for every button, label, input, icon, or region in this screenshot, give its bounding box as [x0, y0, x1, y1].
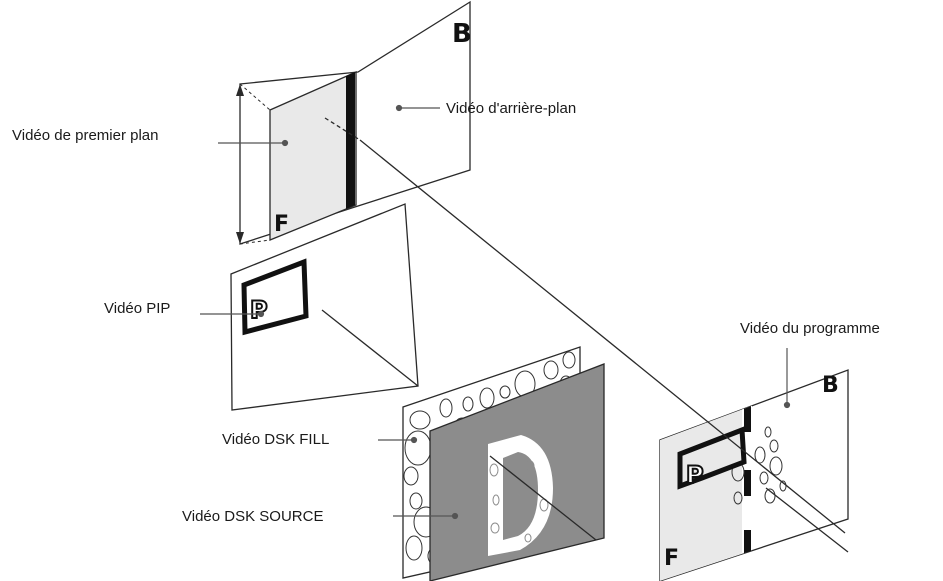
- foreground-letter: F: [274, 212, 289, 237]
- program-background-letter: B: [822, 373, 839, 398]
- pip-letter: P: [250, 296, 268, 324]
- program-pip-letter: P: [686, 461, 704, 489]
- label-dsk-source-video: Vidéo DSK SOURCE: [182, 508, 323, 525]
- background-letter: B: [452, 19, 472, 49]
- label-background-video: Vidéo d'arrière-plan: [446, 100, 576, 117]
- wipe-edge-bar: [346, 72, 355, 209]
- callout-leaders: [200, 104, 791, 520]
- label-program-video: Vidéo du programme: [740, 320, 880, 337]
- program-foreground-letter: F: [664, 546, 679, 571]
- label-dsk-fill-video: Vidéo DSK FILL: [222, 431, 329, 448]
- arrow-up-icon: [236, 84, 244, 96]
- dsk-source-plane: [429, 363, 605, 581]
- pip-box: [241, 258, 309, 336]
- foreground-video-plane: [236, 71, 357, 245]
- dsk-key-letter-d: [488, 435, 553, 556]
- projection-lines: [321, 117, 849, 553]
- program-pip-box: [677, 426, 747, 490]
- program-video-plane: [659, 369, 849, 581]
- label-pip-video: Vidéo PIP: [104, 300, 170, 317]
- arrow-down-icon: [236, 232, 244, 244]
- label-foreground-video: Vidéo de premier plan: [12, 127, 158, 144]
